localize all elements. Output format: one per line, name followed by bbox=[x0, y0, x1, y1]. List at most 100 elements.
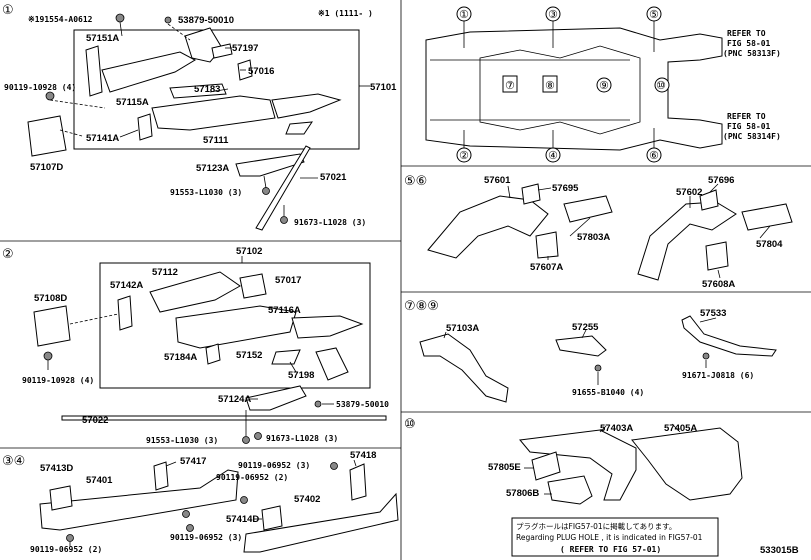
label-57696: 57696 bbox=[708, 175, 734, 186]
part-57021-shape bbox=[255, 145, 311, 231]
label-57111: 57111 bbox=[203, 135, 229, 146]
label-57806B: 57806B bbox=[506, 488, 539, 499]
label-57417: 57417 bbox=[180, 456, 206, 467]
bolt-90119c-icon bbox=[182, 510, 190, 518]
part-57112-shape bbox=[149, 271, 241, 313]
label-57102: 57102 bbox=[236, 246, 262, 257]
callout-9 bbox=[596, 77, 612, 93]
label-57403A: 57403A bbox=[600, 423, 633, 434]
part-57017-shape bbox=[239, 273, 267, 299]
assembly-box-57101 bbox=[73, 29, 360, 150]
callout-8-box bbox=[542, 75, 558, 93]
part-57601-shape bbox=[427, 195, 549, 259]
overview-panel: ① ③ ⑤ ② ④ ⑥ ⑦ ⑧ ⑨ ⑩ REFER TO FIG 58-01 (… bbox=[425, 6, 781, 163]
bolt-91671-icon bbox=[702, 352, 710, 360]
refer-b-line3: (PNC 58314F) bbox=[723, 132, 781, 141]
section-1: 57151A ※191554-A0612 53879-50010 57197 5… bbox=[4, 13, 397, 231]
label-57112: 57112 bbox=[152, 267, 178, 278]
label-57151A: 57151A bbox=[86, 33, 119, 44]
part-57022-shape bbox=[61, 415, 387, 421]
callout-6-text: ⑥ bbox=[649, 149, 659, 162]
bolt-91673-icon bbox=[280, 216, 288, 224]
label-57402: 57402 bbox=[294, 494, 320, 505]
section-10: 57403A 57405A 57805E 57806B bbox=[488, 423, 743, 505]
bolt-90119g-icon bbox=[66, 534, 74, 542]
part-57152-shape bbox=[271, 349, 301, 365]
callout-2-text: ② bbox=[459, 149, 469, 162]
refer-a-line2: FIG 58-01 bbox=[727, 39, 771, 48]
callout-7-box bbox=[502, 75, 518, 93]
part-57418-shape bbox=[349, 463, 367, 501]
part-57413D-shape bbox=[49, 485, 73, 511]
label-57021: 57021 bbox=[320, 172, 347, 183]
part-57401-shape bbox=[39, 469, 239, 531]
callout-8-text: ⑧ bbox=[545, 79, 555, 92]
part-57417-shape bbox=[153, 461, 169, 491]
section-7-8-9-marker: ⑦⑧⑨ bbox=[404, 299, 439, 314]
note-box bbox=[511, 517, 719, 557]
label-57152: 57152 bbox=[236, 350, 262, 361]
callout-5-text: ⑤ bbox=[649, 8, 659, 21]
label-57116A: 57116A bbox=[268, 305, 301, 316]
label-53879-50010b: 53879-50010 bbox=[336, 400, 389, 409]
callout-10-text: ⑩ bbox=[656, 79, 666, 92]
label-57805E: 57805E bbox=[488, 462, 521, 473]
label-57405A: 57405A bbox=[664, 423, 697, 434]
label-91673-L1028: 91673-L1028 (3) bbox=[294, 218, 366, 227]
clip-53879-icon bbox=[164, 16, 172, 24]
callout-4-text: ④ bbox=[548, 149, 558, 162]
refer-a-line3: (PNC 58313F) bbox=[723, 49, 781, 58]
bolt-90119d-icon bbox=[240, 496, 248, 504]
label-57608A: 57608A bbox=[702, 279, 735, 290]
section-3-4: 57413D 57417 90119-06952 (3) 57418 57401… bbox=[30, 450, 399, 554]
bolt-90119f-icon bbox=[186, 524, 194, 532]
section-2-marker: ② bbox=[2, 247, 14, 262]
bolt-90119-icon bbox=[45, 91, 55, 101]
part-57805E-shape bbox=[531, 451, 561, 481]
part-57141A-shape bbox=[137, 113, 153, 141]
label-57183: 57183 bbox=[194, 84, 220, 95]
label-91673-L1028b: 91673-L1028 (3) bbox=[266, 434, 338, 443]
label-57107D: 57107D bbox=[30, 162, 63, 173]
part-57696-shape bbox=[699, 189, 719, 211]
assembly-box-57102 bbox=[99, 262, 371, 389]
part-57405A-shape bbox=[631, 427, 743, 501]
label-57803A: 57803A bbox=[577, 232, 610, 243]
label-57123A: 57123A bbox=[196, 163, 229, 174]
part-57607A-shape bbox=[535, 231, 559, 259]
label-57804: 57804 bbox=[756, 239, 783, 250]
section-1-marker: ① bbox=[2, 3, 14, 18]
note-line-2: Regarding PLUG HOLE , it is indicated in… bbox=[516, 533, 703, 542]
label-57124A: 57124A bbox=[218, 394, 251, 405]
plug-hole-note: プラグホールはFIG57-01に掲載してあります。 Regarding PLUG… bbox=[511, 517, 719, 557]
label-90119-10928: 90119-10928 (4) bbox=[4, 83, 76, 92]
label-57184A: 57184A bbox=[164, 352, 197, 363]
label-90119-10928b: 90119-10928 (4) bbox=[22, 376, 94, 385]
part-rail-shape bbox=[271, 93, 342, 119]
part-57103A-shape bbox=[419, 333, 509, 403]
callout-7-text: ⑦ bbox=[505, 79, 515, 92]
part-57124A-shape bbox=[245, 385, 307, 411]
refer-b-line2: FIG 58-01 bbox=[727, 122, 771, 131]
bolt-90119b-icon bbox=[43, 351, 53, 361]
section-7-8-9: 57103A 57255 57533 91655-B1040 (4) 91671… bbox=[419, 308, 777, 403]
callout-3-text: ③ bbox=[548, 8, 558, 21]
label-57101: 57101 bbox=[370, 82, 397, 93]
section-3-4-marker: ③④ bbox=[2, 454, 25, 469]
label-57016: 57016 bbox=[248, 66, 274, 77]
clip-91554-icon bbox=[115, 13, 125, 23]
label-57533: 57533 bbox=[700, 308, 726, 319]
part-57184A-shape bbox=[205, 343, 221, 365]
diagram-code: 533015B bbox=[760, 545, 799, 556]
part-57111-shape bbox=[151, 95, 276, 131]
label-57695: 57695 bbox=[552, 183, 579, 194]
bolt-91553-icon bbox=[262, 187, 270, 195]
footnote: ※1 (1111- ) bbox=[318, 9, 373, 18]
part-57402-shape bbox=[243, 492, 399, 553]
callout-9-text: ⑨ bbox=[599, 79, 609, 92]
label-91553-L1030b: 91553-L1030 (3) bbox=[146, 436, 218, 445]
label-57401: 57401 bbox=[86, 475, 113, 486]
part-57116A-shape bbox=[175, 305, 297, 349]
label-57607A: 57607A bbox=[530, 262, 563, 273]
label-57141A: 57141A bbox=[86, 133, 119, 144]
